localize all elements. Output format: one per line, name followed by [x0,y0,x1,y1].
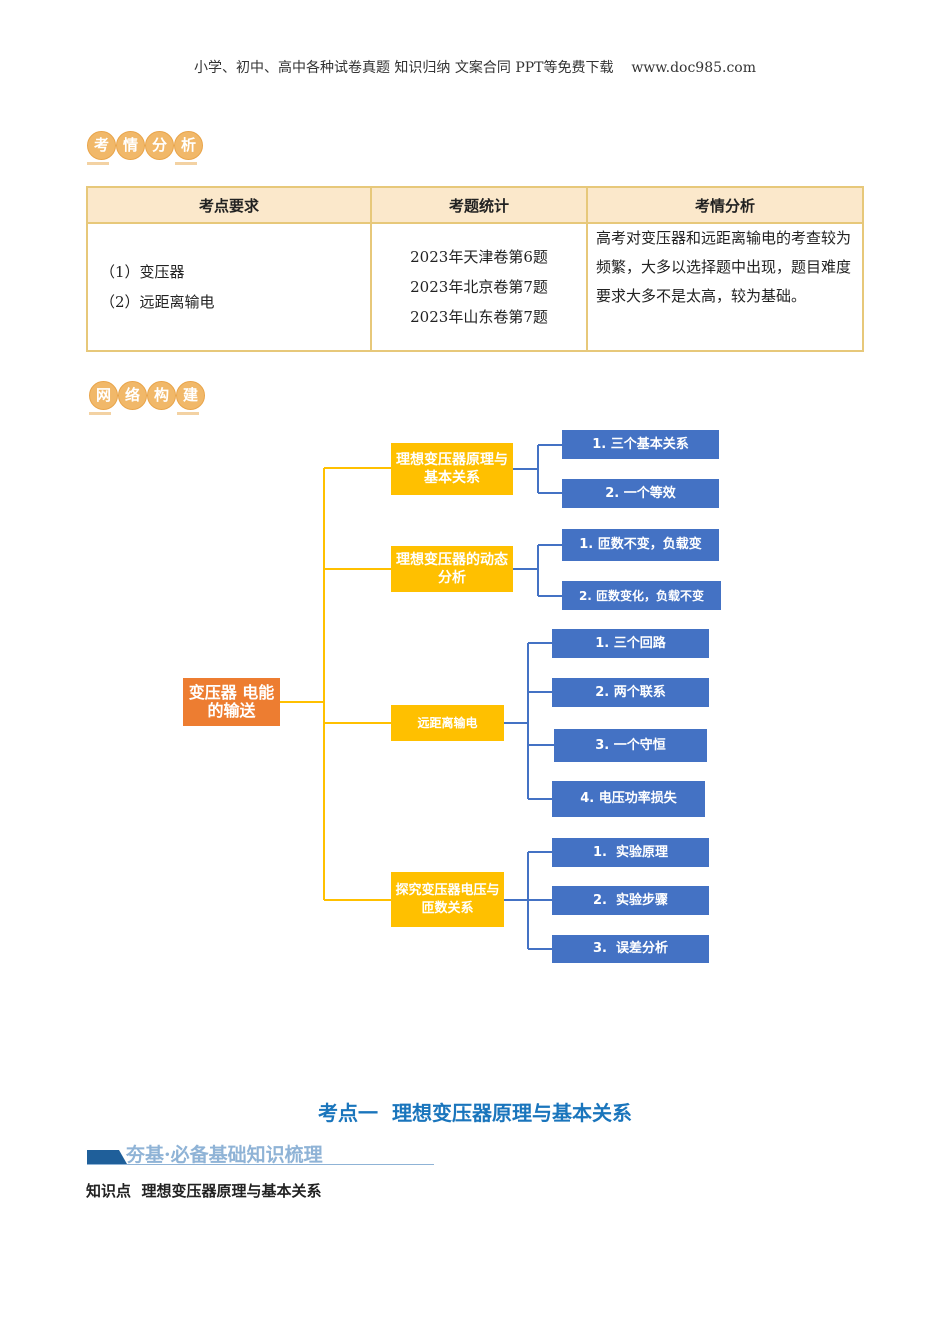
badge-char: 析 [174,131,203,160]
badge-char: 情 [116,131,145,160]
badge-char: 建 [176,381,205,410]
header-url[interactable]: www.doc985.com [631,60,757,76]
col-header: 考点要求 [86,186,372,224]
branch-dynamic-analysis: 理想变压器的动态分析 [391,546,513,592]
branch-ideal-transformer: 理想变压器原理与基本关系 [391,443,513,495]
leaf-node: 3. 一个守恒 [554,729,707,762]
leaf-node: 2. 两个联系 [552,678,709,707]
stat: 2023年北京卷第7题 [410,278,548,296]
leaf-node: 1. 匝数不变，负载变 [562,529,719,561]
mindmap-root: 变压器 电能的输送 [183,678,280,726]
branch-experiment: 探究变压器电压与匝数关系 [391,872,504,927]
leaf-node: 1. 三个基本关系 [562,430,719,459]
leaf-node: 1. 三个回路 [552,629,709,658]
page-header: 小学、初中、高中各种试卷真题 知识归纳 文案合同 PPT等免费下载 www.do… [0,57,950,77]
col-header: 考情分析 [586,186,864,224]
badge-char: 络 [118,381,147,410]
section-subtitle: 夯基·必备基础知识梳理 [126,1144,323,1166]
stat: 2023年山东卷第7题 [410,308,548,326]
leaf-node: 2. 实验步骤 [552,886,709,915]
badge-char: 构 [147,381,176,410]
requirements-cell: （1）变压器 （2）远距离输电 [86,222,372,352]
kaodian-title: 考点一 理想变压器原理与基本关系 [318,1101,632,1125]
requirement: （1）变压器 [100,263,185,281]
section-badge-kaoqing: 考情分析 [87,131,203,165]
requirement: （2）远距离输电 [100,293,215,311]
leaf-node: 2. 一个等效 [562,479,719,508]
branch-long-distance: 远距离输电 [391,705,504,741]
leaf-node: 1. 实验原理 [552,838,709,867]
leaf-node: 2. 匝数变化，负载不变 [562,581,721,610]
analysis-cell: 高考对变压器和远距离输电的考查较为频繁，大多以选择题中出现，题目难度要求大多不是… [586,222,864,352]
header-text: 小学、初中、高中各种试卷真题 知识归纳 文案合同 PPT等免费下载 [193,60,614,76]
exam-analysis-table: 考点要求 考题统计 考情分析 （1）变压器 （2）远距离输电 2023年天津卷第… [86,186,864,352]
section-badge-wangluo: 网络构建 [89,381,205,415]
leaf-node: 4. 电压功率损失 [552,781,705,817]
stat: 2023年天津卷第6题 [410,248,548,266]
knowledge-point-heading: 知识点 理想变压器原理与基本关系 [86,1182,322,1200]
subtitle-underline [87,1164,434,1165]
badge-char: 分 [145,131,174,160]
badge-char: 网 [89,381,118,410]
col-header: 考题统计 [370,186,588,224]
stats-cell: 2023年天津卷第6题 2023年北京卷第7题 2023年山东卷第7题 [370,222,588,352]
subtitle-bar-icon [87,1150,127,1164]
badge-char: 考 [87,131,116,160]
leaf-node: 3. 误差分析 [552,935,709,963]
